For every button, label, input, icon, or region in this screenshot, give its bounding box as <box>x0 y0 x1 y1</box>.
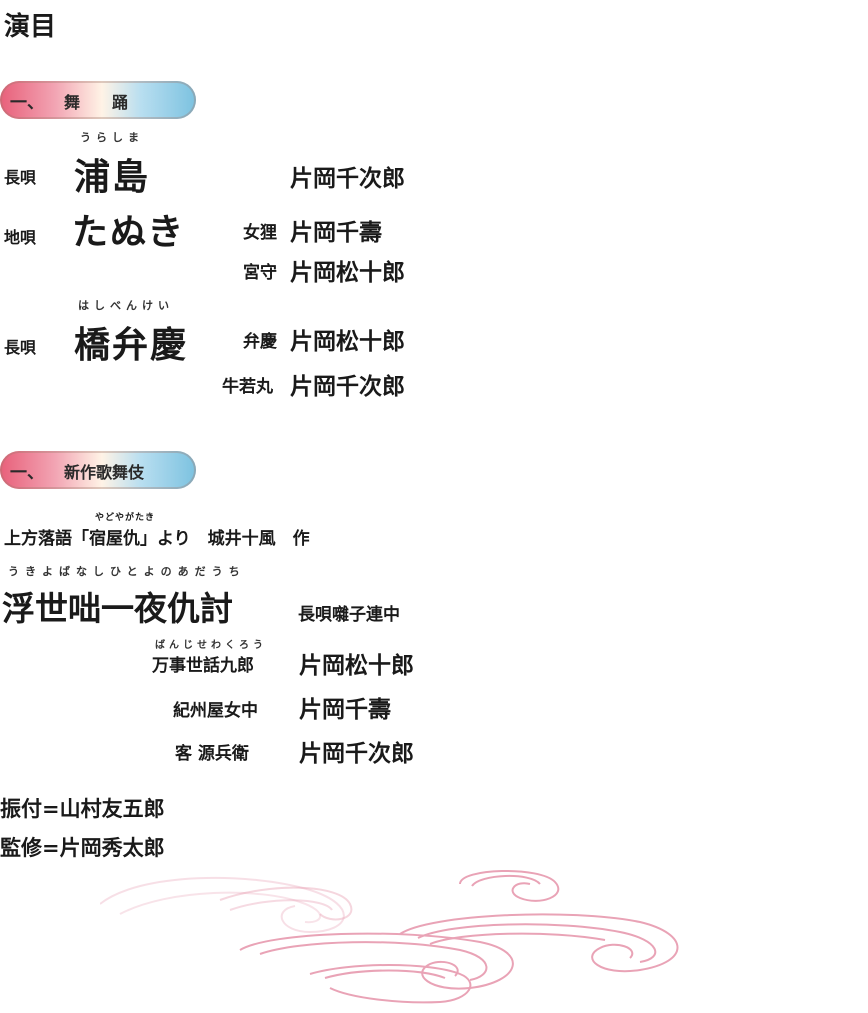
play-genre: 長唄 <box>4 338 37 357</box>
actor-name: 片岡千壽 <box>290 219 382 246</box>
actor-name: 片岡千次郎 <box>290 373 405 400</box>
role-ruby: ばんじせわくろう <box>155 640 267 651</box>
play-title: 浦島 <box>74 156 151 198</box>
role-name: 弁慶 <box>243 332 277 352</box>
choreography-credit: 振付=山村友五郎 <box>0 796 165 821</box>
role-name: 宮守 <box>243 263 277 283</box>
section-banner-dance: 一、 舞 踊 <box>0 81 196 119</box>
role-name: 牛若丸 <box>222 377 273 397</box>
play-genre: 長唄 <box>4 168 37 187</box>
actor-name: 片岡千次郎 <box>299 740 414 767</box>
actor-name: 片岡松十郎 <box>290 259 405 286</box>
actor-name: 片岡千壽 <box>299 696 391 723</box>
actor-name: 片岡松十郎 <box>299 652 414 679</box>
play-title: 浮世咄一夜仇討 <box>2 589 233 628</box>
play-ruby: うらしま <box>80 131 144 144</box>
play-title: たぬき <box>72 211 186 253</box>
role-name: 客 源兵衛 <box>175 744 249 764</box>
source-credit: 上方落語「宿屋仇」より 城井十風 作 <box>4 529 310 549</box>
wave-decoration <box>100 869 679 1004</box>
source-ruby: やどやがたき <box>95 513 156 523</box>
title-ruby: うきよばなしひとよのあだうち <box>8 565 246 578</box>
actor-name: 片岡千次郎 <box>290 165 405 192</box>
section-banner-new-kabuki: 一、 新作歌舞伎 <box>0 451 196 489</box>
play-title: 橋弁慶 <box>74 324 189 366</box>
section-label: 舞 踊 <box>64 93 129 112</box>
supervision-credit: 監修=片岡秀太郎 <box>0 835 165 860</box>
role-name: 万事世話九郎 <box>152 656 254 676</box>
page-title: 演目 <box>4 12 57 42</box>
play-ruby: はしべんけい <box>78 299 174 312</box>
role-name: 女狸 <box>243 223 277 243</box>
music-credit: 長唄囃子連中 <box>298 605 400 625</box>
play-genre: 地唄 <box>4 228 37 247</box>
section-number: 一、 <box>10 93 44 113</box>
section-label: 新作歌舞伎 <box>64 463 145 482</box>
section-number: 一、 <box>10 463 44 483</box>
actor-name: 片岡松十郎 <box>290 328 405 355</box>
role-name: 紀州屋女中 <box>173 701 258 721</box>
